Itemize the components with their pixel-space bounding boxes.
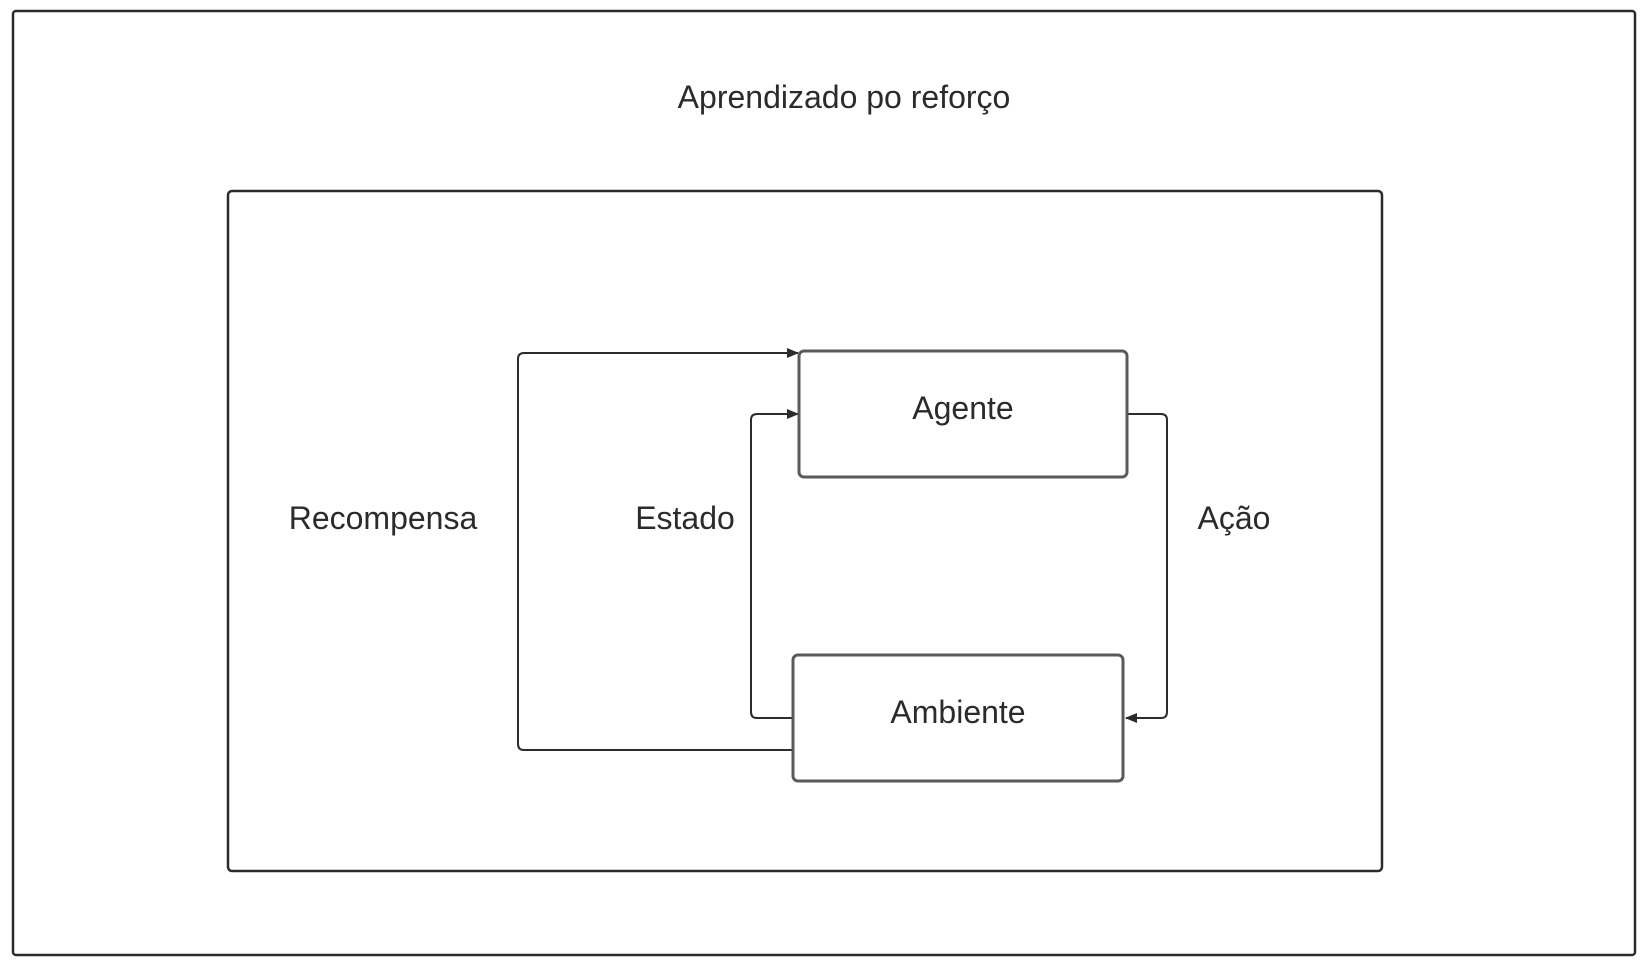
agent-node <box>797 349 1129 479</box>
environment-node-label: Ambiente <box>890 694 1025 730</box>
diagram-title: Aprendizado po reforço <box>678 79 1011 115</box>
reward-label: Recompensa <box>289 500 478 536</box>
reward-arrow <box>517 348 799 751</box>
environment-node <box>791 653 1125 783</box>
action-label: Ação <box>1198 500 1271 536</box>
action-arrow <box>1125 413 1168 723</box>
state-arrow <box>750 409 799 719</box>
state-label: Estado <box>635 500 735 536</box>
agent-node-label: Agente <box>912 390 1013 426</box>
